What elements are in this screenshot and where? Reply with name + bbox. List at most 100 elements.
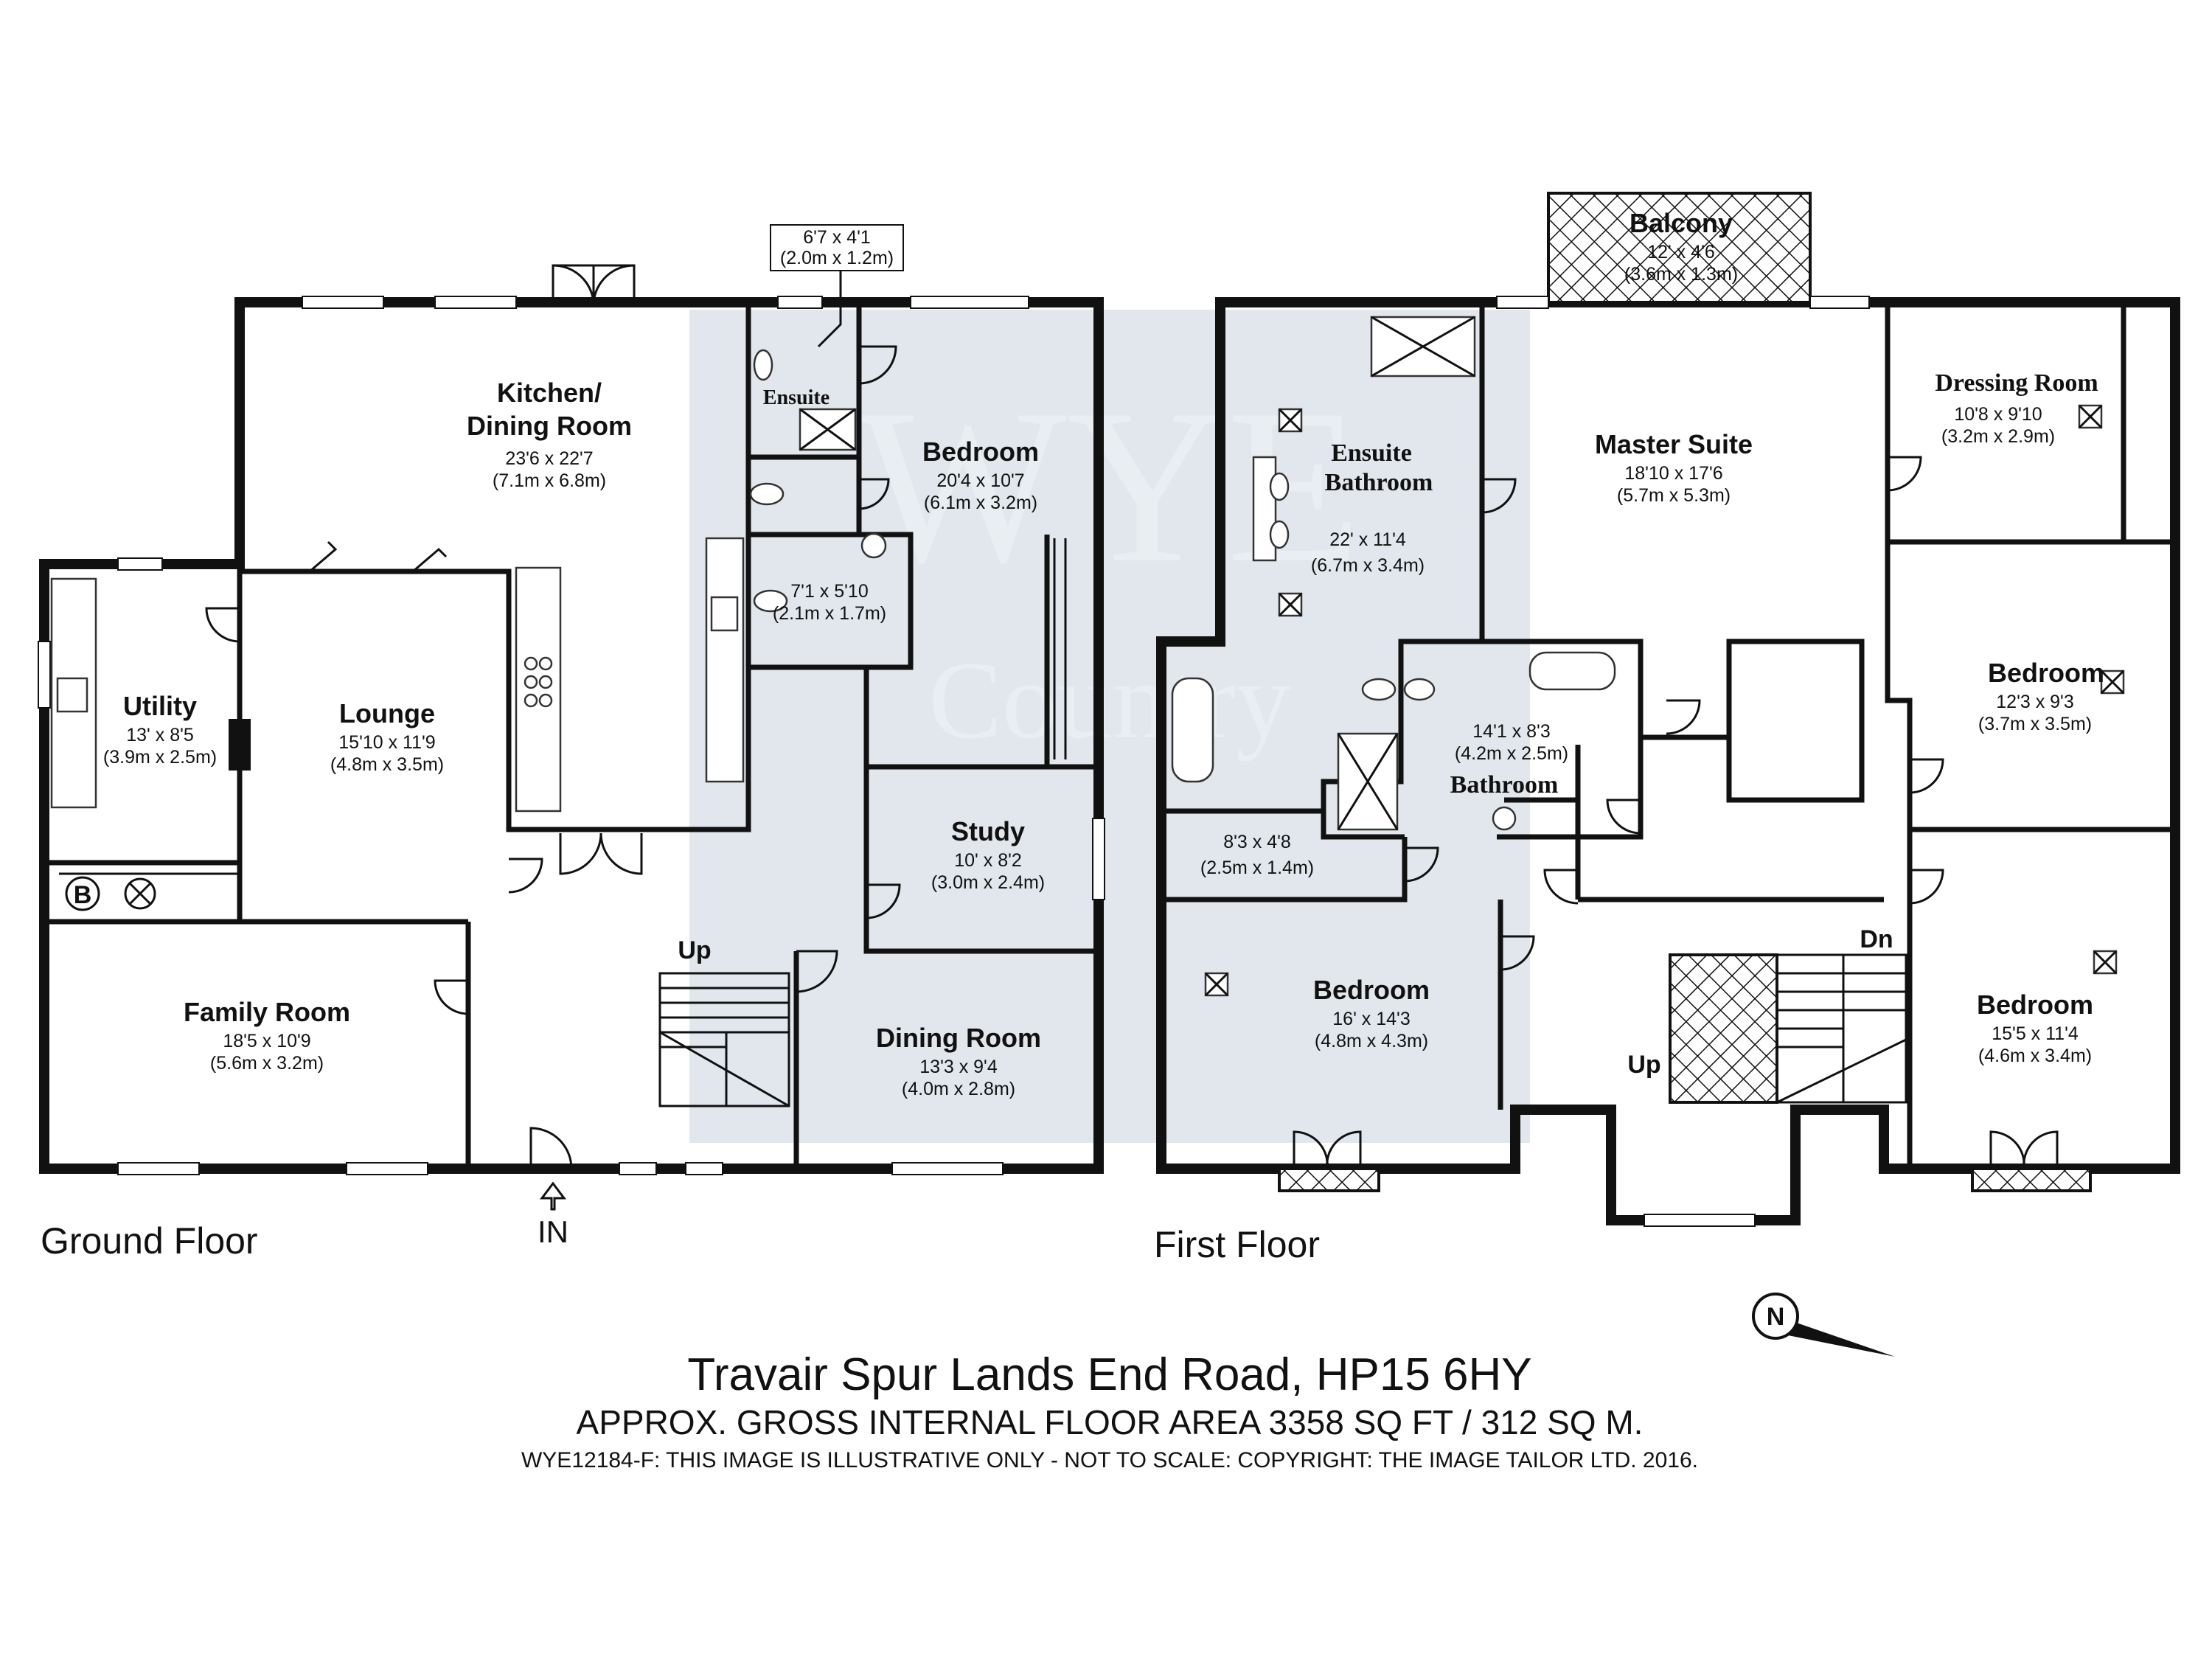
address: Travair Spur Lands End Road, HP15 6HY — [687, 1349, 1531, 1400]
shower-tray — [799, 408, 856, 451]
room-name: Bedroom — [1977, 990, 2093, 1020]
sink-icon — [56, 677, 88, 713]
door — [1500, 935, 1535, 971]
window — [117, 557, 163, 571]
door — [866, 883, 901, 919]
callout-metric: (2.0m x 1.2m) — [780, 248, 894, 268]
room-dim-imperial: 12' x 4'6 — [1647, 242, 1715, 262]
window — [619, 1162, 657, 1175]
skylight-icon — [1278, 408, 1303, 433]
copyright: WYE12184-F: THIS IMAGE IS ILLUSTRATIVE O… — [521, 1448, 1698, 1472]
room-dim-imperial: 15'10 x 11'9 — [338, 732, 435, 753]
room-name: Bedroom — [922, 437, 1039, 467]
room-dim-metric: (4.8m x 3.5m) — [330, 754, 444, 775]
room-dim-imperial: 13'3 x 9'4 — [919, 1057, 998, 1077]
room-dim-metric: (4.6m x 3.4m) — [1978, 1046, 2092, 1066]
room-dim-imperial: 23'6 x 22'7 — [505, 448, 593, 469]
room-name: Dining Room — [467, 411, 632, 441]
room-dim-imperial: 20'4 x 10'7 — [936, 470, 1024, 491]
shower-tray — [1337, 733, 1399, 830]
skylight-icon — [1278, 592, 1303, 617]
room-dim-metric: (3.7m x 3.5m) — [1978, 714, 2092, 734]
callout-imperial: 6'7 x 4'1 — [803, 227, 871, 248]
room-dim-metric: (5.6m x 3.2m) — [210, 1053, 324, 1074]
door — [796, 950, 838, 993]
bath-icon — [1528, 651, 1616, 691]
room-dim-metric: (3.0m x 2.4m) — [931, 872, 1045, 893]
door — [1666, 699, 1701, 735]
window — [1809, 296, 1870, 309]
toilet-icon — [749, 482, 785, 506]
basin-icon — [860, 532, 887, 559]
room-dim-imperial: 12'3 x 9'3 — [1996, 692, 2073, 712]
door — [1404, 846, 1439, 883]
window — [910, 296, 1029, 309]
skylight-icon — [2100, 669, 2125, 695]
room-name: Kitchen/ — [497, 378, 602, 408]
bifold-door — [309, 540, 448, 573]
door — [434, 979, 469, 1015]
toilet-icon — [1361, 678, 1397, 701]
room-name: Master Suite — [1595, 429, 1753, 459]
door — [1909, 758, 1944, 794]
room-dim-metric: (7.1m x 6.8m) — [493, 470, 606, 491]
callout-pointer — [817, 271, 842, 348]
entrance-label: IN — [538, 1214, 568, 1249]
wall — [44, 827, 531, 925]
door — [1909, 869, 1944, 905]
basin-icon — [1492, 806, 1517, 831]
compass: N — [1752, 1293, 1895, 1357]
ground-floor-labels: Kitchen/ Dining Room 23'6 x 22'7 (7.1m x… — [41, 227, 1045, 1262]
room-name: Bedroom — [1313, 975, 1430, 1005]
toilet-icon — [753, 589, 788, 613]
compass-icon — [1752, 1293, 1799, 1340]
wardrobe — [1053, 538, 1067, 759]
window — [434, 296, 517, 309]
room-name: Study — [951, 816, 1025, 846]
window — [685, 1162, 723, 1175]
room-dim-metric: (4.8m x 4.3m) — [1315, 1031, 1428, 1051]
compass-needle-icon — [1784, 1320, 1895, 1357]
window — [1496, 296, 1549, 309]
room-dim-metric: (4.2m x 2.5m) — [1455, 743, 1568, 764]
room-name: Dressing Room — [1935, 369, 2098, 397]
room-name: Dining Room — [876, 1023, 1041, 1053]
french-doors — [552, 264, 636, 303]
skylight-icon — [1204, 972, 1229, 997]
room-dim-imperial: 14'1 x 8'3 — [1472, 721, 1550, 742]
stairs-up-label: Up — [1627, 1051, 1660, 1079]
fireplace — [229, 719, 251, 771]
wall — [1161, 808, 1405, 840]
french-doors — [1293, 1130, 1362, 1169]
double-door — [559, 832, 643, 875]
window — [302, 296, 384, 309]
light-fitting-icon — [124, 877, 156, 910]
window — [1092, 818, 1105, 900]
room-name: Bedroom — [1988, 658, 2104, 688]
juliet-balcony — [1971, 1167, 2092, 1192]
basin-icon — [1269, 520, 1290, 549]
entrance-door — [529, 1127, 573, 1169]
first-floor-labels: Balcony 12' x 4'6 (3.6m x 1.3m) Ensuite … — [1154, 208, 2104, 1265]
room-dim-imperial: 16' x 14'3 — [1332, 1009, 1410, 1029]
room-name: Ensuite — [763, 386, 830, 409]
door — [1543, 869, 1579, 905]
skylight-icon — [2078, 404, 2103, 429]
room-dim-metric: (4.0m x 2.8m) — [902, 1079, 1015, 1099]
skylight-icon — [2093, 950, 2118, 975]
room-dim-metric: (6.7m x 3.4m) — [1311, 555, 1425, 576]
room-name: Family Room — [184, 997, 350, 1027]
window — [346, 1162, 428, 1175]
first-floor-label: First Floor — [1154, 1224, 1320, 1265]
ground-floor-label: Ground Floor — [41, 1220, 258, 1262]
bath-icon — [1171, 677, 1214, 783]
wall — [1885, 542, 2175, 832]
hob-icon — [524, 656, 553, 708]
stairs-down-label: Dn — [1860, 925, 1893, 953]
room-name: Ensuite — [1331, 439, 1412, 467]
wall — [745, 532, 914, 670]
french-doors — [1989, 1130, 2059, 1169]
wall — [1161, 837, 1408, 902]
balcony — [1547, 192, 1812, 304]
